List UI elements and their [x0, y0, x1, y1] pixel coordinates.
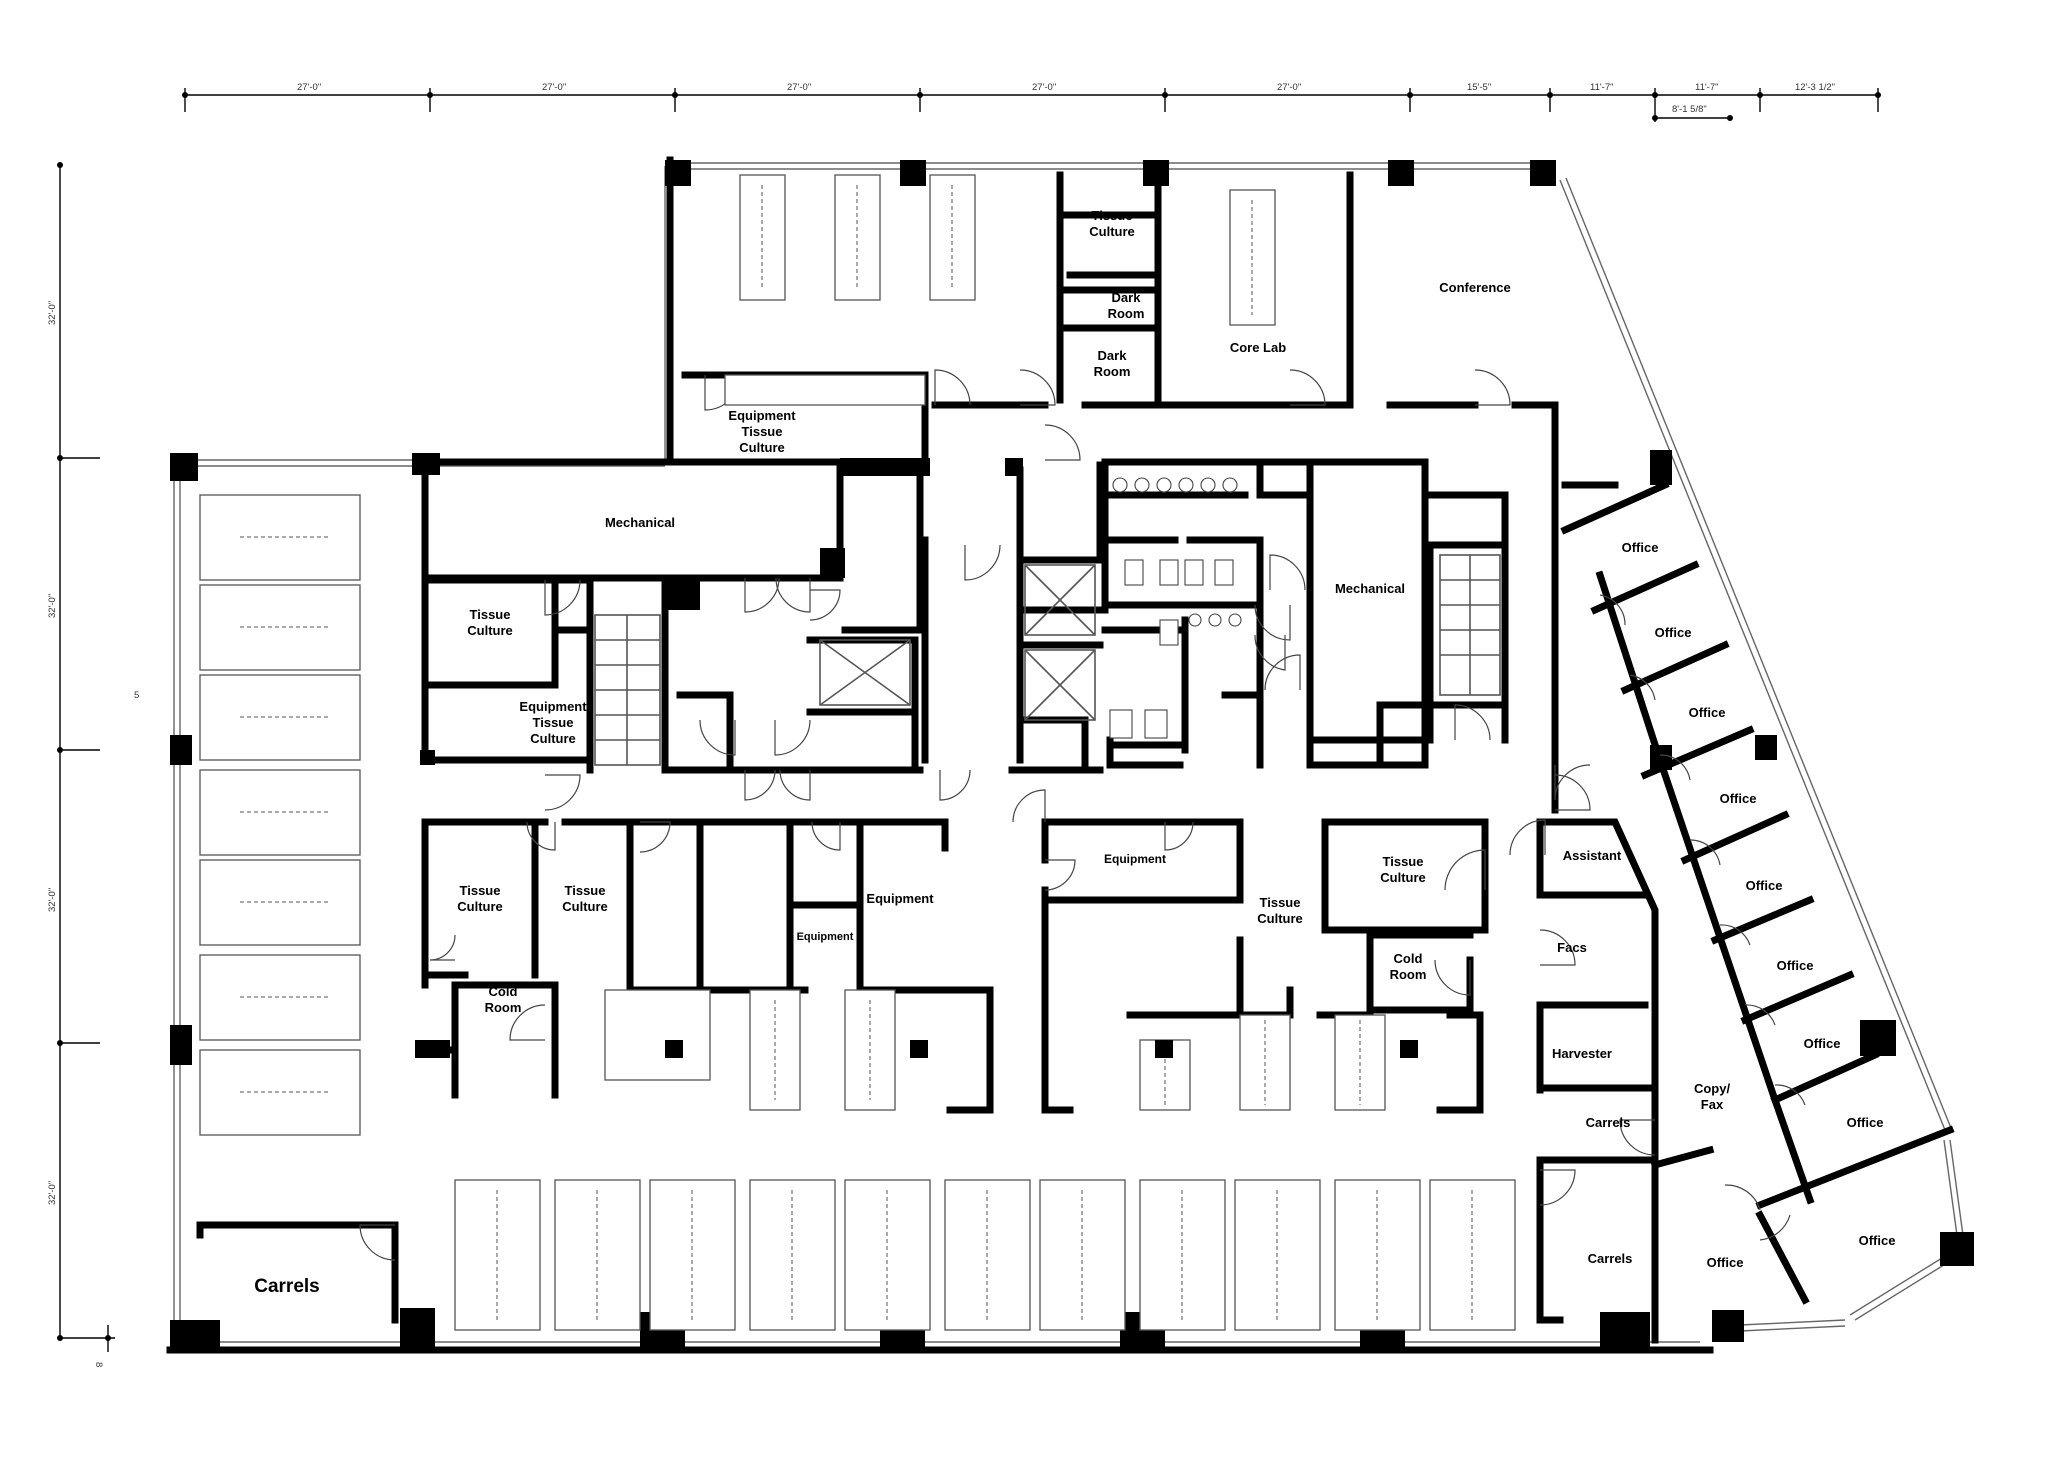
- room-label-office: Office: [1859, 1233, 1896, 1248]
- room-label-office: Office: [1847, 1115, 1884, 1130]
- room-label-conference: Conference: [1439, 280, 1511, 295]
- stairs: [594, 554, 1501, 766]
- room-label-assistant: Assistant: [1563, 848, 1622, 863]
- lab-benches-mid: [604, 989, 1418, 1111]
- room-label-office: Office: [1720, 791, 1757, 806]
- corner-marker: 8: [93, 1362, 104, 1367]
- room-label-carrels: Carrels: [254, 1276, 320, 1297]
- side-marker: 5: [134, 690, 139, 701]
- structural-columns: [170, 160, 1974, 1350]
- room-label-facs: Facs: [1557, 940, 1587, 955]
- room-label-office: Office: [1622, 540, 1659, 555]
- top-dimension-label: 27'-0": [1032, 82, 1056, 93]
- top-dimension-label: 15'-5": [1467, 82, 1491, 93]
- doors: [359, 369, 1806, 1261]
- left-dimension-label: 32'-0": [47, 301, 58, 325]
- top-dimension-label: 27'-0": [787, 82, 811, 93]
- room-label-equipment: Equipment: [797, 931, 854, 943]
- room-label-office: Office: [1804, 1036, 1841, 1051]
- restroom-fixtures: [819, 477, 1242, 739]
- left-dimension-label: 32'-0": [47, 888, 58, 912]
- room-label-mechanical: Mechanical: [1335, 581, 1405, 596]
- top-dimension-label: 11'-7": [1590, 82, 1614, 93]
- top-dimension-label: 12'-3 1/2": [1795, 82, 1835, 93]
- left-dimension-string: 32'-0" 32'-0" 32'-0" 32'-0" 5 8: [47, 162, 139, 1367]
- room-label-office: Office: [1746, 878, 1783, 893]
- left-dimension-label: 32'-0": [47, 1181, 58, 1205]
- room-label-office: Office: [1689, 705, 1726, 720]
- room-label-office: Office: [1655, 625, 1692, 640]
- room-label-carrels: Carrels: [1588, 1251, 1633, 1266]
- top-dimension-label: 27'-0": [297, 82, 321, 93]
- walls: [166, 156, 1955, 1354]
- top-dimension-string: 27'-0" 27'-0" 27'-0" 27'-0" 27'-0" 15'-5…: [182, 82, 1881, 122]
- top-dimension-label: 27'-0": [1277, 82, 1301, 93]
- room-label-office: Office: [1707, 1255, 1744, 1270]
- top-dimension-label: 27'-0": [542, 82, 566, 93]
- room-label-core-lab: Core Lab: [1230, 340, 1286, 355]
- room-label-equipment: Equipment: [866, 891, 934, 906]
- room-label-mechanical: Mechanical: [605, 515, 675, 530]
- room-label-office: Office: [1777, 958, 1814, 973]
- room-label-harvester: Harvester: [1552, 1046, 1612, 1061]
- room-label-equipment: Equipment: [1104, 852, 1166, 866]
- lab-benches-left: [199, 494, 361, 1136]
- lab-benches-bottom: [454, 1179, 1516, 1331]
- left-dimension-label: 32'-0": [47, 594, 58, 618]
- top-sub-dimension-label: 8'-1 5/8": [1672, 104, 1707, 115]
- room-label-carrels: Carrels: [1586, 1115, 1631, 1130]
- top-dimension-label: 11'-7": [1695, 82, 1719, 93]
- lab-benches-top: [724, 174, 1276, 406]
- room-label-copy-fax: Copy/Fax: [1694, 1081, 1731, 1112]
